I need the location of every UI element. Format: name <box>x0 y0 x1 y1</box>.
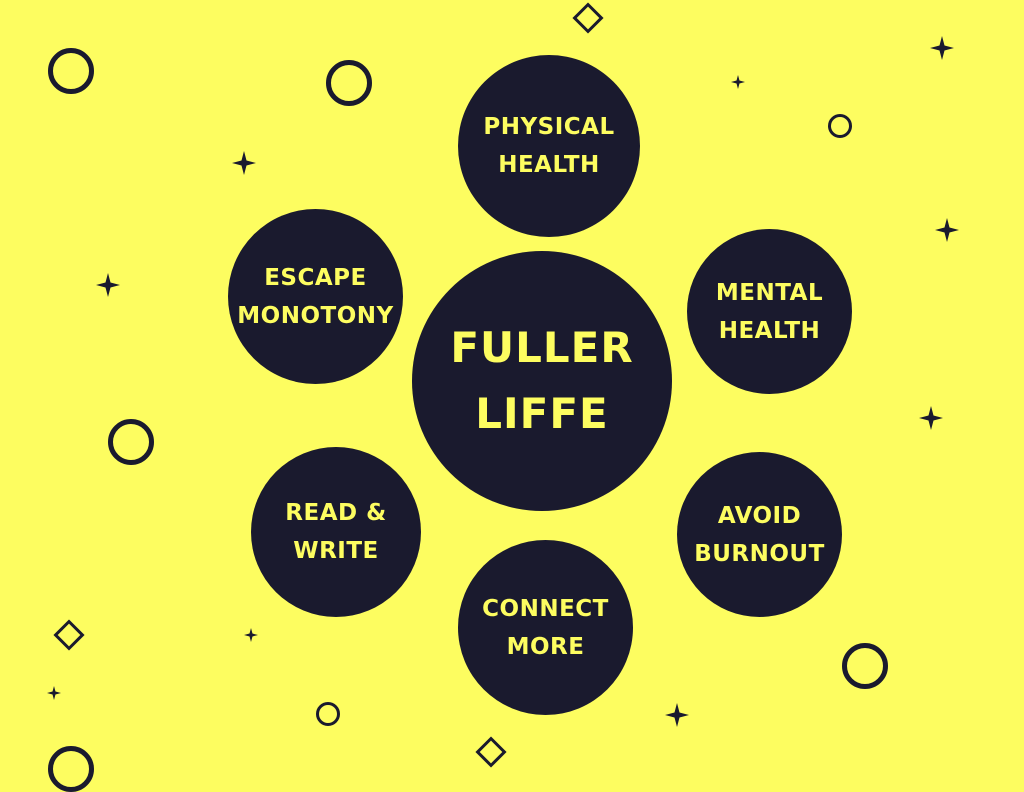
center-node-fuller-life: FULLER LIFFE <box>412 251 672 511</box>
sparkle-star-icon <box>244 628 258 642</box>
node-label-line: MONOTONY <box>237 302 394 329</box>
node-label-line: WRITE <box>293 538 379 564</box>
node-label: CONNECT MORE <box>482 590 609 666</box>
sparkle-star-icon <box>232 151 256 175</box>
node-escape-monotony: ESCAPE MONOTONY <box>228 209 403 384</box>
node-avoid-burnout: AVOID BURNOUT <box>677 452 842 617</box>
node-label: MENTAL HEALTH <box>716 274 823 350</box>
ring-decoration <box>842 643 888 689</box>
node-label: AVOID BURNOUT <box>694 497 825 573</box>
sparkle-star-icon <box>731 75 745 89</box>
center-node-line-2: LIFFE <box>475 389 609 438</box>
ring-decoration <box>48 48 94 94</box>
node-physical-health: PHYSICAL HEALTH <box>458 55 640 237</box>
node-label-line: AVOID <box>717 502 802 529</box>
node-label-line: MENTAL <box>715 279 824 306</box>
sparkle-star-icon <box>919 406 943 430</box>
node-label-line: PHYSICAL <box>483 114 615 140</box>
node-read-write: READ & WRITE <box>251 447 421 617</box>
node-label-line: HEALTH <box>718 317 821 344</box>
node-label-line: MORE <box>506 633 585 660</box>
node-mental-health: MENTAL HEALTH <box>687 229 852 394</box>
diamond-decoration <box>475 736 507 768</box>
node-label: ESCAPE MONOTONY <box>237 259 393 335</box>
node-label: PHYSICAL HEALTH <box>483 108 614 184</box>
node-label-line: HEALTH <box>498 152 600 178</box>
ring-decoration <box>108 419 154 465</box>
node-connect-more: CONNECT MORE <box>458 540 633 715</box>
sparkle-star-icon <box>930 36 954 60</box>
ring-decoration <box>316 702 340 726</box>
sparkle-star-icon <box>47 686 61 700</box>
node-label: READ & WRITE <box>285 494 386 570</box>
sparkle-star-icon <box>96 273 120 297</box>
node-label-line: CONNECT <box>482 595 609 622</box>
sparkle-star-icon <box>665 703 689 727</box>
node-label-line: READ & <box>285 500 387 526</box>
center-node-line-1: FULLER <box>450 323 634 372</box>
ring-decoration <box>48 746 94 792</box>
diamond-decoration <box>572 2 604 34</box>
sparkle-star-icon <box>935 218 959 242</box>
ring-decoration <box>326 60 372 106</box>
ring-decoration <box>828 114 852 138</box>
diamond-decoration <box>53 619 85 651</box>
center-node-label: FULLER LIFFE <box>450 315 633 447</box>
node-label-line: ESCAPE <box>264 264 367 291</box>
node-label-line: BURNOUT <box>694 540 825 567</box>
